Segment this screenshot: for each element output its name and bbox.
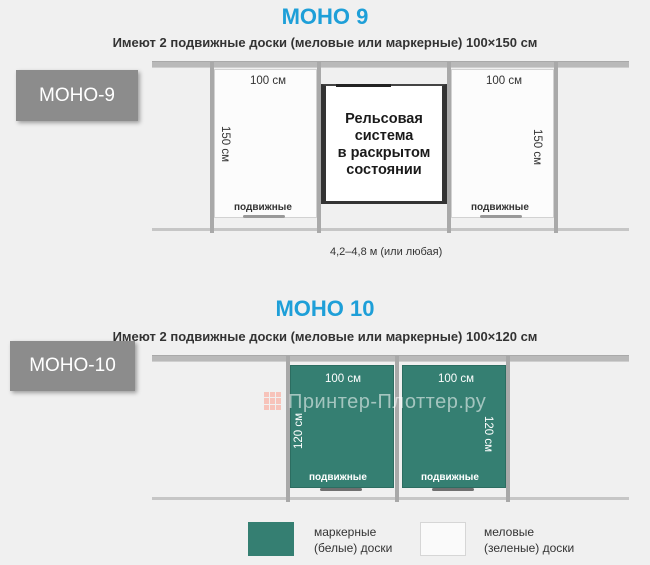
left-board-height: 120 см	[293, 412, 306, 450]
top-rail	[152, 355, 629, 362]
post	[447, 61, 451, 233]
legend-marker-label: маркерные (белые) доски	[314, 524, 392, 556]
legend-chalk-swatch	[420, 522, 466, 556]
legend-chalk-line: меловые	[484, 525, 535, 539]
total-width-label: 4,2–4,8 м (или любая)	[330, 246, 443, 258]
left-board-width: 100 см	[325, 373, 362, 385]
left-board-height: 150 см	[219, 125, 232, 163]
center-text-line: система	[354, 128, 414, 144]
right-board-movable: подвижные	[471, 202, 529, 213]
post	[286, 355, 290, 502]
right-board-movable: подвижные	[421, 472, 479, 483]
post	[210, 61, 214, 233]
right-board-width: 100 см	[486, 75, 523, 87]
legend-marker-line: (белые) доски	[314, 541, 393, 555]
right-board-width: 100 см	[438, 373, 475, 385]
left-board-movable: подвижные	[234, 202, 292, 213]
center-rail-board: Рельсовая система в раскрытом состоянии	[321, 84, 447, 204]
watermark: Принтер-Плоттер.ру	[288, 391, 487, 413]
mono9-subtitle: Имеют 2 подвижные доски (меловые или мар…	[112, 35, 538, 50]
legend-chalk-label: меловые (зеленые) доски	[484, 524, 574, 556]
left-board-width: 100 см	[250, 75, 287, 87]
legend-marker-line: маркерные	[314, 525, 377, 539]
post	[506, 355, 510, 502]
bottom-rail	[152, 228, 629, 231]
center-text-line: Рельсовая	[345, 111, 423, 127]
legend-marker-swatch	[248, 522, 294, 556]
legend-chalk-line: (зеленые) доски	[484, 541, 575, 555]
right-marker-board	[402, 365, 506, 488]
right-board-height: 150 см	[531, 128, 544, 166]
top-rail	[152, 61, 629, 68]
handle	[480, 215, 522, 218]
post	[317, 61, 321, 233]
handle	[432, 488, 474, 491]
watermark-icon	[264, 392, 282, 410]
mono10-title: МОНО 10	[275, 296, 375, 321]
post	[554, 61, 558, 233]
mono10-subtitle: Имеют 2 подвижные доски (меловые или мар…	[112, 329, 538, 344]
bottom-rail	[152, 497, 629, 500]
mono10-tag: МОНО-10	[10, 341, 135, 391]
post	[395, 355, 399, 502]
handle	[243, 215, 285, 218]
left-movable-board	[214, 69, 317, 218]
right-board-height: 120 см	[482, 415, 495, 453]
handle	[320, 488, 362, 491]
center-text-line: состоянии	[346, 162, 422, 178]
mono9-title: МОНО 9	[281, 4, 369, 29]
mono9-tag: МОНО-9	[16, 70, 138, 121]
left-board-movable: подвижные	[309, 472, 367, 483]
center-text-line: в раскрытом	[337, 145, 431, 161]
left-marker-board	[290, 365, 394, 488]
